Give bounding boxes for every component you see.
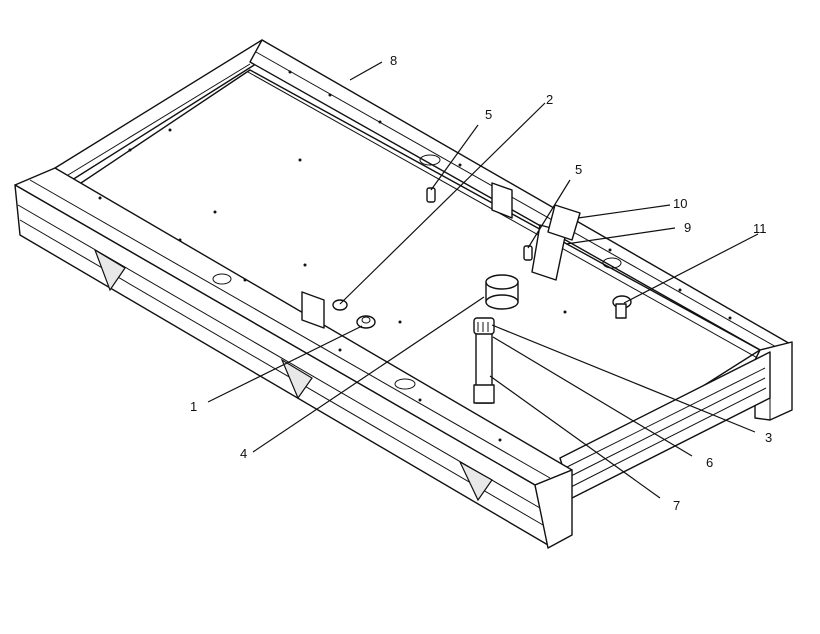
leader-11 bbox=[623, 233, 759, 304]
leader-3 bbox=[491, 324, 756, 433]
nut bbox=[356, 315, 376, 329]
callout-6: 6 bbox=[706, 455, 713, 470]
standpipe-base bbox=[473, 384, 495, 404]
leader-2 bbox=[339, 102, 546, 305]
callout-8: 8 bbox=[390, 53, 397, 68]
nut bbox=[332, 299, 348, 311]
callout-2: 2 bbox=[546, 92, 553, 107]
leader-5b bbox=[527, 179, 571, 249]
beam-cutout bbox=[93, 248, 126, 292]
callout-9: 9 bbox=[684, 220, 691, 235]
callout-4: 4 bbox=[240, 446, 247, 461]
bracket bbox=[491, 182, 513, 219]
mounting-holes bbox=[98, 70, 732, 442]
leader-lines bbox=[207, 61, 759, 499]
beam-cutout bbox=[280, 358, 313, 400]
callout-10: 10 bbox=[673, 196, 687, 211]
frame-outline bbox=[14, 39, 793, 549]
components bbox=[301, 182, 632, 404]
callout-5a: 5 bbox=[485, 107, 492, 122]
leader-8 bbox=[349, 61, 383, 81]
stud bbox=[426, 187, 436, 203]
callout-7: 7 bbox=[673, 498, 680, 513]
stud bbox=[523, 245, 533, 261]
leader-5a bbox=[430, 124, 479, 191]
beam-end-block bbox=[534, 469, 573, 549]
leader-9 bbox=[565, 227, 676, 245]
leader-6 bbox=[492, 336, 693, 457]
fitting-stem bbox=[615, 303, 627, 319]
callout-1: 1 bbox=[190, 399, 197, 414]
standpipe-cap bbox=[473, 317, 495, 335]
leader-4 bbox=[252, 296, 485, 453]
bracket bbox=[301, 291, 325, 329]
callout-labels: 1 2 3 4 5 5 6 7 8 9 10 11 bbox=[190, 53, 772, 513]
callout-11: 11 bbox=[753, 221, 767, 236]
post-cap bbox=[547, 204, 581, 241]
beam-cutout bbox=[458, 460, 493, 502]
leader-7 bbox=[489, 375, 661, 499]
callout-5b: 5 bbox=[575, 162, 582, 177]
callout-3: 3 bbox=[765, 430, 772, 445]
leader-10 bbox=[577, 204, 671, 219]
leader-1 bbox=[207, 325, 363, 403]
